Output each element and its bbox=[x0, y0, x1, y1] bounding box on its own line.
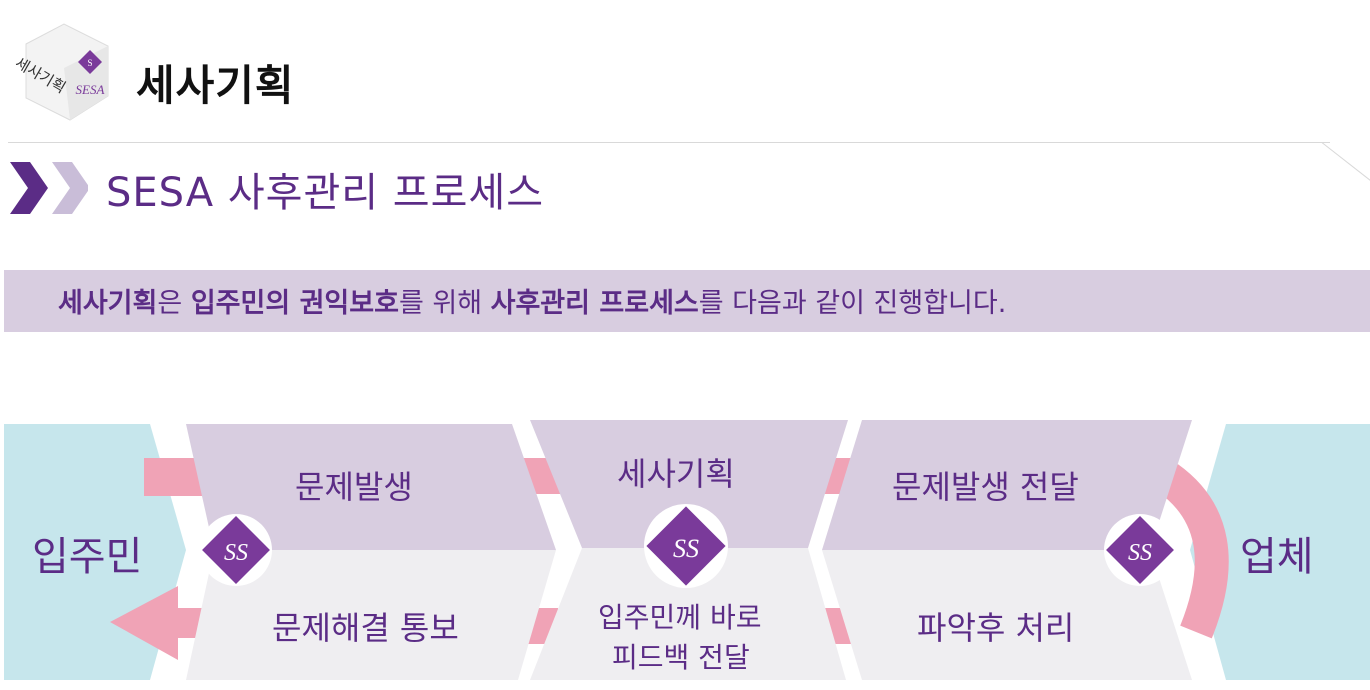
intro-text-6: 를 다음과 같이 진행합니다. bbox=[698, 288, 1007, 319]
deliver-panel bbox=[822, 420, 1192, 550]
badge-right: SS bbox=[1104, 514, 1176, 586]
intro-banner bbox=[4, 270, 1370, 332]
intro-text-4: 를 위해 bbox=[398, 288, 491, 319]
occur-panel bbox=[186, 424, 556, 550]
center-bottom-panel bbox=[530, 548, 846, 680]
notify-panel bbox=[186, 550, 556, 680]
vendor-label: 업체 bbox=[1240, 534, 1314, 580]
badge-center: SS bbox=[644, 504, 728, 588]
svg-text:SS: SS bbox=[673, 534, 699, 563]
sesa-logo-cube: S SESA bbox=[25, 23, 109, 121]
deliver-problem-label: 문제발생 전달 bbox=[892, 468, 1079, 506]
intro-process: 사후관리 프로세스 bbox=[490, 288, 699, 319]
arc-connector bbox=[1157, 464, 1229, 639]
intro-text-2: 은 bbox=[157, 288, 191, 319]
vendor-block bbox=[1190, 424, 1370, 680]
intro-rights: 입주민의 권익보호 bbox=[190, 288, 399, 319]
brand-title: 세사기획 bbox=[136, 61, 295, 110]
center-top-panel bbox=[530, 420, 848, 548]
header-divider bbox=[8, 142, 1330, 143]
resident-label: 입주민 bbox=[32, 534, 143, 580]
svg-text:S: S bbox=[87, 58, 92, 68]
intro-company: 세사기획 bbox=[58, 288, 158, 319]
problem-occurs-label: 문제발생 bbox=[295, 468, 413, 506]
chevron-right-icon bbox=[10, 162, 88, 214]
intro-text: 세사기획은 입주민의 권익보호를 위해 사후관리 프로세스를 다음과 같이 진행… bbox=[58, 281, 1006, 320]
center-label: 세사기획 bbox=[617, 455, 735, 493]
resolution-notice-label: 문제해결 통보 bbox=[272, 609, 459, 647]
feedback-line1: 입주민께 바로 bbox=[598, 601, 762, 634]
feedback-line2: 피드백 전달 bbox=[612, 641, 750, 674]
svg-text:SS: SS bbox=[1128, 540, 1152, 566]
header-divider-diagonal bbox=[1321, 142, 1370, 183]
process-diagram: SS SS SS bbox=[4, 420, 1370, 680]
svg-text:SS: SS bbox=[224, 540, 248, 566]
arrow-right-top bbox=[144, 458, 210, 496]
svg-text:SESA: SESA bbox=[76, 82, 105, 97]
section-title: SESA 사후관리 프로세스 bbox=[106, 170, 544, 216]
badge-left: SS bbox=[200, 514, 272, 586]
handle-panel bbox=[822, 550, 1192, 680]
handle-after-label: 파악후 처리 bbox=[917, 609, 1075, 647]
arrow-left-bottom bbox=[110, 586, 218, 660]
